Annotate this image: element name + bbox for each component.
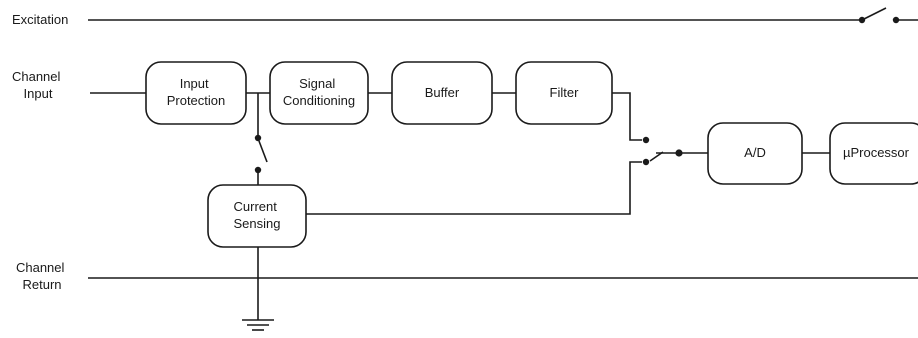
filter-block: Filter (515, 61, 613, 125)
channel-input-label: Channel Input (12, 69, 64, 101)
processor-block: µProcessor (829, 122, 918, 185)
sensing-output-wire (306, 161, 642, 215)
sense-switch-icon (254, 134, 268, 174)
filter-output-wire (612, 92, 642, 141)
svg-text:Signal Conditioning: Signal Conditioning (283, 76, 355, 108)
current-sensing-block: Current Sensing (207, 184, 307, 248)
signal-conditioning-block: Signal Conditioning (269, 61, 369, 125)
svg-text:Input Protection: Input Protection (167, 76, 226, 108)
excitation-label: Excitation (12, 12, 68, 27)
svg-text:Buffer: Buffer (425, 85, 460, 100)
svg-text:A/D: A/D (744, 145, 766, 160)
ground-icon (242, 319, 274, 331)
input-protection-block: Input Protection (145, 61, 247, 125)
buffer-block: Buffer (391, 61, 493, 125)
svg-text:Current Sensing: Current Sensing (234, 199, 281, 231)
selector-switch-icon (642, 136, 683, 166)
svg-text:Filter: Filter (550, 85, 580, 100)
excitation-switch-icon (858, 7, 918, 24)
channel-return-label: Channel Return (16, 260, 68, 292)
svg-text:µProcessor: µProcessor (843, 145, 910, 160)
ad-converter-block: A/D (707, 122, 803, 185)
